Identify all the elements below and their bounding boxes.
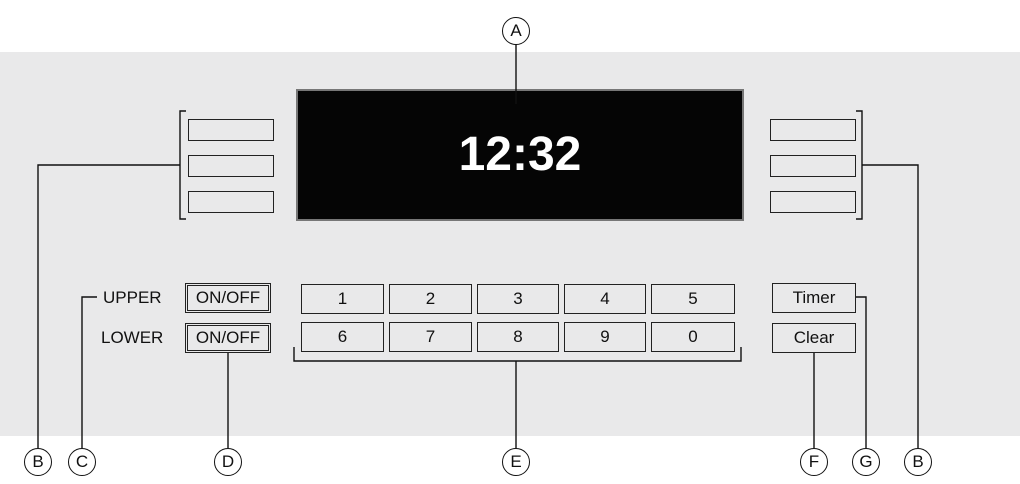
keypad-7[interactable]: 7	[389, 322, 472, 352]
left-display-key-1[interactable]	[188, 119, 274, 141]
callout-b-left: B	[24, 448, 52, 476]
keypad-5[interactable]: 5	[651, 284, 735, 314]
keypad-0[interactable]: 0	[651, 322, 735, 352]
callout-e: E	[502, 448, 530, 476]
right-display-key-3[interactable]	[770, 191, 856, 213]
left-display-key-3[interactable]	[188, 191, 274, 213]
right-display-key-1[interactable]	[770, 119, 856, 141]
keypad-6[interactable]: 6	[301, 322, 384, 352]
keypad-3[interactable]: 3	[477, 284, 559, 314]
right-display-key-2[interactable]	[770, 155, 856, 177]
upper-onoff-button[interactable]: ON/OFF	[185, 283, 271, 313]
keypad-1[interactable]: 1	[301, 284, 384, 314]
callout-g: G	[852, 448, 880, 476]
callout-d: D	[214, 448, 242, 476]
callout-f: F	[800, 448, 828, 476]
callout-c: C	[68, 448, 96, 476]
clock-readout: 12:32	[458, 128, 582, 181]
upper-label: UPPER	[103, 288, 162, 307]
lower-onoff-button[interactable]: ON/OFF	[185, 323, 271, 353]
keypad-9[interactable]: 9	[564, 322, 646, 352]
keypad-8[interactable]: 8	[477, 322, 559, 352]
callout-b-right: B	[904, 448, 932, 476]
keypad-4[interactable]: 4	[564, 284, 646, 314]
clear-button[interactable]: Clear	[772, 323, 856, 353]
lower-label: LOWER	[101, 328, 164, 347]
timer-button[interactable]: Timer	[772, 283, 856, 313]
callout-a: A	[502, 17, 530, 45]
left-display-key-2[interactable]	[188, 155, 274, 177]
display-screen: 12:32	[296, 89, 744, 221]
keypad-2[interactable]: 2	[389, 284, 472, 314]
